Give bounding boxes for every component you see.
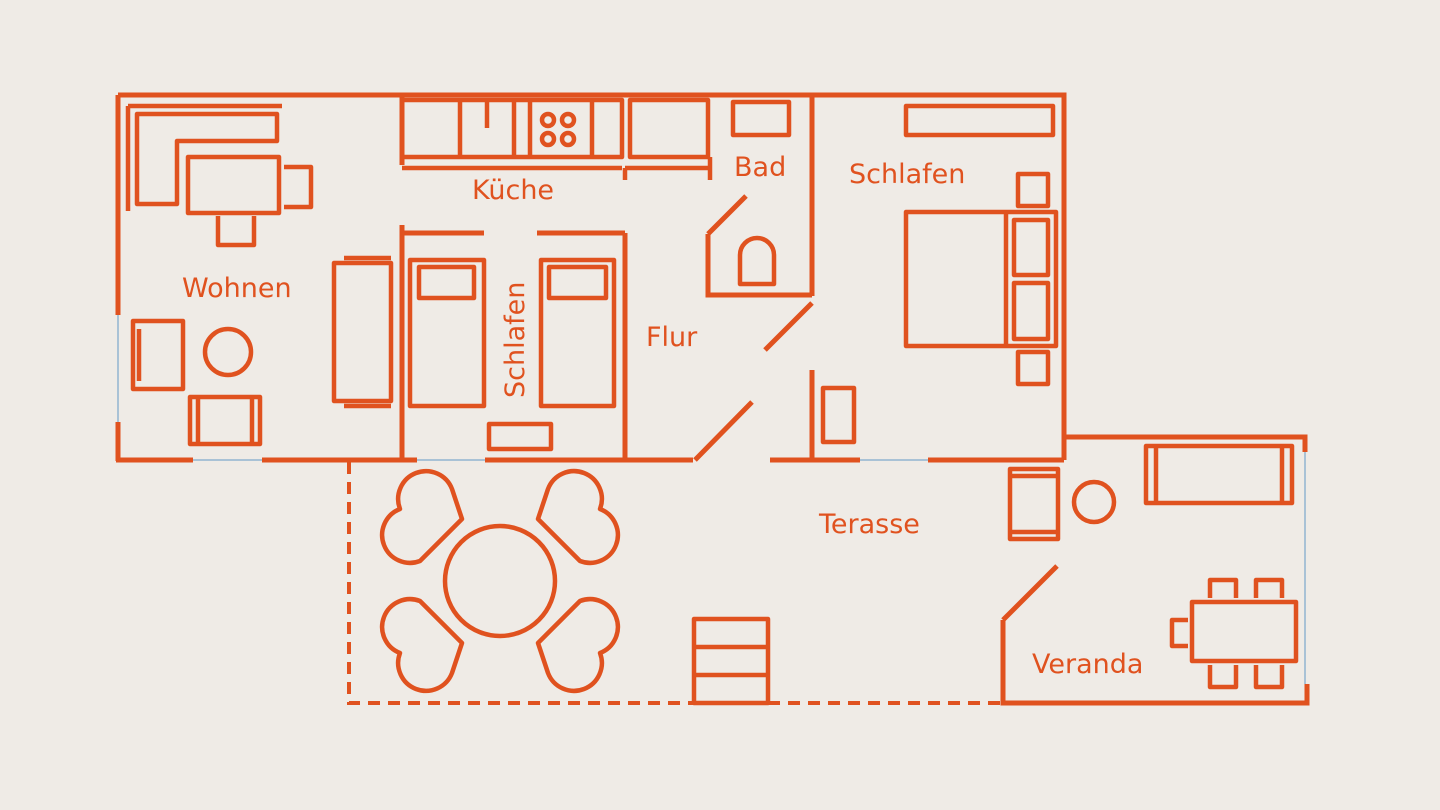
bench xyxy=(486,421,554,452)
veranda-dining-table xyxy=(1169,577,1299,690)
room-label-wohnen: Wohnen xyxy=(182,273,292,304)
armchair-bottom xyxy=(187,394,263,447)
room-label-schlafen-middle: Schlafen xyxy=(500,282,531,398)
room-label-bad: Bad xyxy=(734,152,786,183)
exterior-walls xyxy=(115,92,1310,706)
sofa xyxy=(331,255,394,409)
living-table xyxy=(185,154,314,248)
terrace-border xyxy=(347,462,1003,705)
windows xyxy=(117,315,1306,684)
veranda-side-table xyxy=(1071,479,1117,525)
bathroom-fixtures xyxy=(622,97,792,287)
corner-sofa xyxy=(125,103,282,211)
double-bed xyxy=(903,209,1059,349)
room-label-flur: Flur xyxy=(646,322,698,353)
wardrobe xyxy=(903,103,1056,138)
armchair-left xyxy=(130,318,186,392)
round-dining-table xyxy=(379,468,621,694)
bed-right xyxy=(538,257,617,409)
room-label-kueche: Küche xyxy=(472,175,554,206)
veranda-armchair xyxy=(1007,466,1061,542)
kitchen-counter xyxy=(399,97,625,171)
stove-icon xyxy=(539,111,577,148)
nightstand-top xyxy=(1015,171,1051,209)
veranda-sofa xyxy=(1143,443,1295,506)
bed-left xyxy=(407,257,487,409)
room-label-schlafen-right: Schlafen xyxy=(849,159,965,190)
hallway-cabinet xyxy=(820,385,857,445)
room-label-veranda: Veranda xyxy=(1032,649,1143,680)
room-label-terasse: Terasse xyxy=(818,509,920,540)
side-table xyxy=(202,326,254,378)
nightstand-bottom xyxy=(1015,349,1051,387)
storage-crate xyxy=(691,616,771,706)
